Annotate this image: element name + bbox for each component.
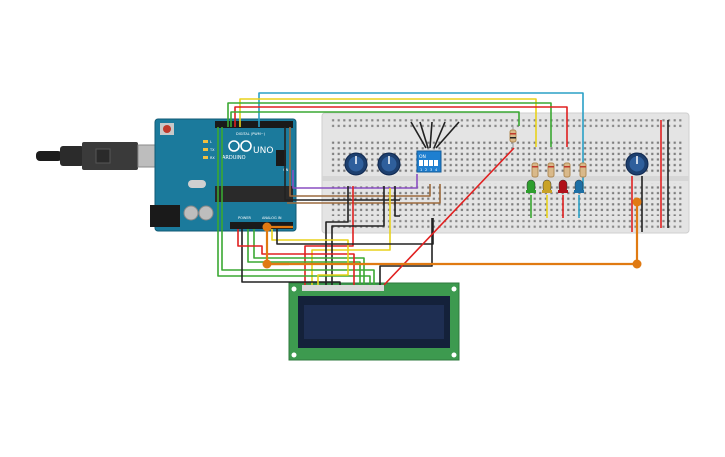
led-1 — [526, 179, 536, 193]
capacitor-2 — [198, 205, 214, 221]
digital-header — [215, 121, 293, 128]
wire-green — [227, 102, 552, 147]
l-label: L — [210, 140, 212, 144]
dip-number-4: 4 — [435, 168, 438, 172]
wire-black — [241, 229, 341, 285]
wire-brown — [289, 127, 431, 197]
led-tx-indicator — [203, 148, 208, 151]
digital-label: DIGITAL (PWM~) — [236, 132, 266, 136]
wire-black — [331, 186, 385, 285]
center-channel — [322, 176, 689, 181]
wire-red — [304, 186, 354, 285]
top-power-rail — [330, 119, 682, 130]
icsp-header — [276, 150, 286, 166]
tx-label: TX — [209, 148, 215, 152]
led-4 — [574, 179, 584, 193]
arduino-logo-text: ARDUINO — [222, 155, 246, 161]
power-label: POWER — [238, 216, 252, 220]
lcd-16x2-module — [288, 282, 460, 361]
junction-node — [632, 197, 642, 207]
dip-number-2: 2 — [425, 168, 427, 172]
potentiometer-1[interactable] — [344, 152, 368, 176]
wire-yellow — [271, 229, 349, 285]
wire-green — [217, 127, 371, 285]
resistor-1 — [509, 126, 517, 147]
bottom-power-rail — [330, 219, 682, 230]
arduino-uno-board: ARDUINO UNO DIGITAL (PWM~) POWER ANALOG … — [150, 118, 297, 232]
wire-red — [234, 106, 568, 147]
power-jack — [150, 205, 180, 227]
dip-switch[interactable]: ON 1 2 3 4 — [416, 150, 442, 173]
junction-node — [262, 259, 272, 269]
wire-green — [253, 229, 365, 285]
wire-black — [276, 218, 434, 245]
lcd-mount-hole — [451, 352, 457, 358]
lcd-mount-hole — [291, 352, 297, 358]
junction-node — [262, 222, 272, 232]
lcd-screen — [304, 305, 444, 339]
wire-green — [221, 127, 375, 285]
arduino-model-text: UNO — [253, 146, 273, 156]
potentiometer-2[interactable] — [377, 152, 401, 176]
resistor-2 — [531, 162, 539, 178]
atmega-chip — [215, 186, 293, 202]
resistor-5 — [579, 162, 587, 178]
capacitor-1 — [183, 205, 199, 221]
power-analog-header — [230, 222, 293, 229]
dip-number-1: 1 — [420, 168, 422, 172]
on-label: ON — [283, 168, 289, 172]
wire-yellow — [239, 98, 537, 147]
led-rx-indicator — [203, 156, 208, 159]
wire-black — [433, 121, 446, 149]
lcd-pin-header — [302, 285, 384, 291]
reset-button[interactable] — [163, 125, 171, 133]
wire-red — [383, 147, 515, 286]
led-group — [526, 179, 584, 193]
resistor-4 — [563, 162, 571, 178]
dip-toggle-4[interactable] — [434, 160, 438, 166]
rx-label: RX — [210, 156, 215, 160]
dip-toggle-3[interactable] — [429, 160, 433, 166]
wire-black — [284, 127, 400, 201]
wire-black — [419, 121, 429, 149]
wire-black — [435, 121, 460, 149]
wire-green — [230, 111, 520, 127]
wire-brown — [287, 184, 441, 204]
lcd-mount-hole — [451, 286, 457, 292]
resistor-3 — [547, 162, 555, 178]
junction-node — [632, 259, 642, 269]
wire-black — [379, 218, 433, 285]
wire-black — [394, 186, 400, 217]
wire-red — [237, 229, 355, 285]
dip-number-3: 3 — [430, 168, 432, 172]
wire-black — [429, 121, 433, 149]
lcd-mount-hole — [291, 286, 297, 292]
arduino-logo-icon — [228, 140, 252, 152]
dip-on-label: ON — [419, 154, 426, 160]
wire-yellow — [311, 188, 391, 285]
led-l-indicator — [203, 140, 208, 143]
usb-cable — [36, 142, 169, 170]
analog-label: ANALOG IN — [262, 216, 282, 220]
wire-orange — [265, 202, 639, 266]
wire-blue — [258, 92, 584, 190]
potentiometer-3[interactable] — [625, 152, 649, 176]
led-3 — [558, 179, 568, 193]
wire-black — [410, 121, 427, 149]
wire-purple — [292, 170, 418, 189]
dip-toggle-2[interactable] — [424, 160, 428, 166]
dip-toggle-1[interactable] — [419, 160, 423, 166]
crystal — [188, 180, 206, 188]
wires — [217, 92, 669, 286]
led-2 — [542, 179, 552, 193]
